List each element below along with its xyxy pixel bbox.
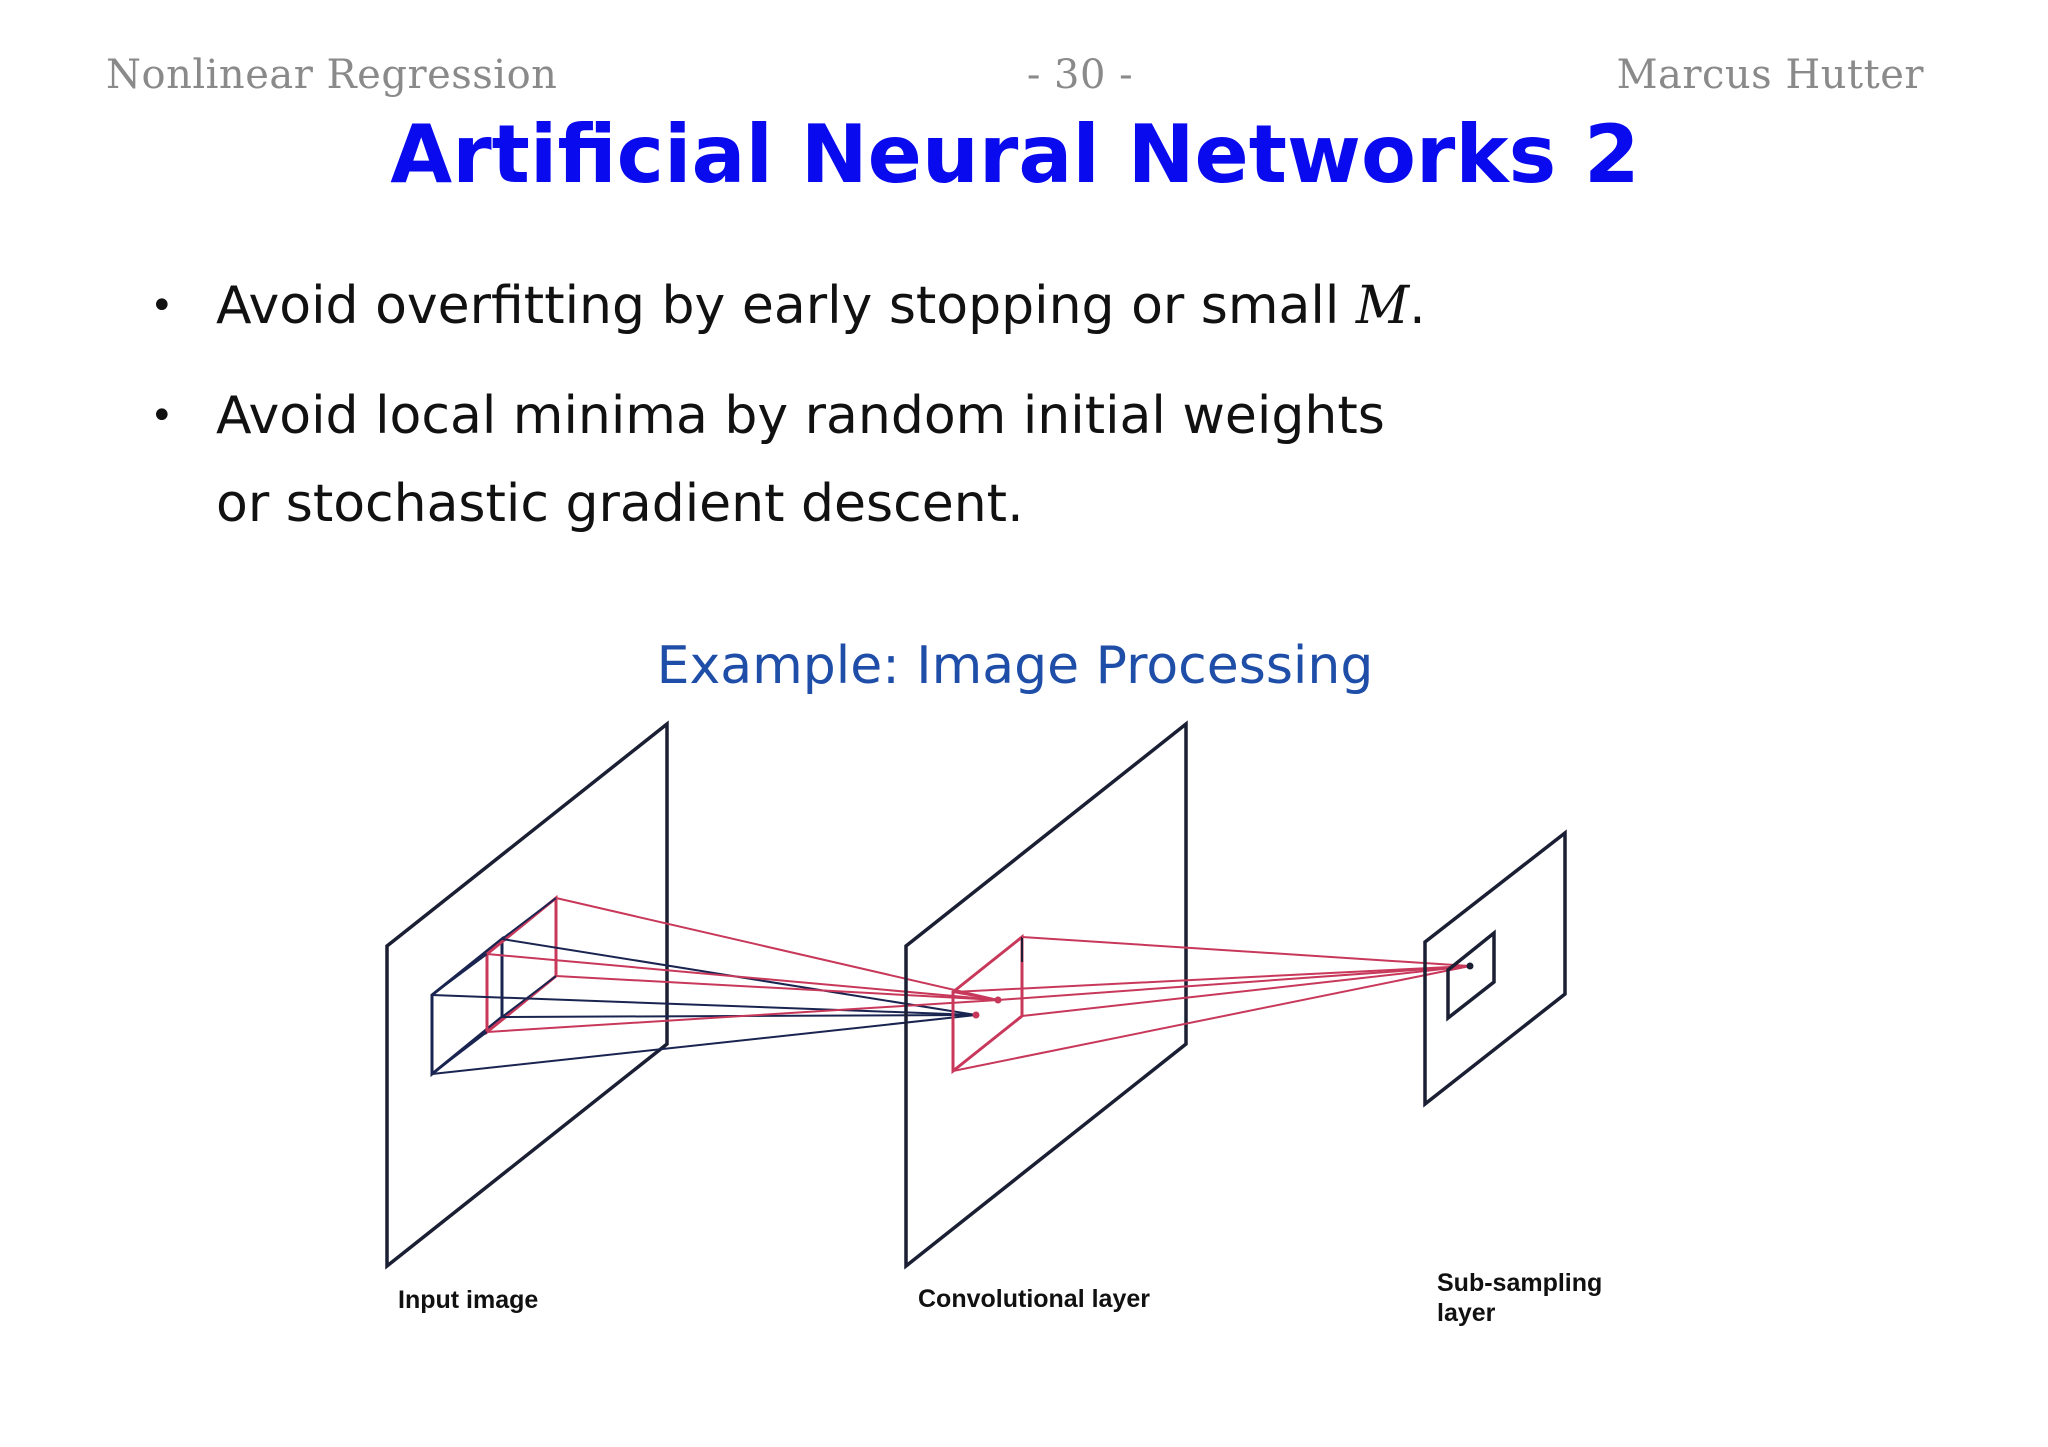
projection-line (1021, 965, 1471, 1017)
subsampling-unit-point (1466, 962, 1474, 970)
projection-line (486, 999, 999, 1033)
header-left: Nonlinear Regression (106, 52, 558, 98)
slide-title: Artificial Neural Networks 2 (390, 108, 1640, 201)
bullet-text: Avoid local minima by random initial wei… (216, 372, 1385, 548)
bullet-text-post: . (1409, 276, 1426, 336)
bullet-text: Avoid overfitting by early stopping or s… (216, 262, 1426, 350)
subsampling-label-line2: layer (1437, 1299, 1496, 1327)
bullet-line-1: Avoid local minima by random initial wei… (216, 386, 1385, 446)
conv-receptive-field (951, 933, 1024, 1075)
red-projection-lines-conv (952, 936, 1471, 1072)
projection-line (1021, 936, 1471, 967)
projection-line (952, 965, 1471, 993)
projection-line (952, 965, 1471, 1072)
bullet-line-2: or stochastic gradient descent. (216, 474, 1024, 534)
example-heading: Example: Image Processing (656, 636, 1374, 696)
box-edge (501, 897, 557, 940)
bullet-text-pre: Avoid overfitting by early stopping or s… (216, 276, 1356, 336)
box-edge (501, 975, 557, 1018)
bullet-marker: • (150, 283, 174, 329)
projection-line (486, 953, 999, 1001)
bullet-marker: • (150, 393, 174, 439)
input-receptive-field-navy (430, 935, 504, 1078)
subsampling-unit-square (1446, 929, 1496, 1022)
projection-line (431, 1014, 977, 1075)
input-image-plane (385, 720, 669, 1270)
projection-line (997, 965, 1471, 1001)
header-author: Marcus Hutter (1616, 52, 1924, 98)
conv-layer-label: Convolutional layer (918, 1285, 1150, 1313)
math-symbol: M (1355, 276, 1410, 336)
subsampling-layer-plane (1423, 829, 1567, 1108)
projection-line (555, 975, 999, 1001)
conv-unit-point (972, 1011, 980, 1019)
projection-line (555, 897, 999, 1001)
input-receptive-field-red (485, 894, 558, 1036)
red-projection-lines-input (486, 897, 999, 1033)
box-edge (431, 953, 488, 996)
cnn-diagram-svg: Input image Convolutional layer Sub-samp… (385, 720, 1602, 1327)
cnn-diagram: Input image Convolutional layer Sub-samp… (360, 700, 1680, 1340)
page-number: - 30 - (1026, 52, 1134, 98)
conv-layer-plane (904, 720, 1188, 1270)
box-edge (952, 991, 999, 1001)
box-edge (431, 1031, 488, 1075)
input-image-label: Input image (398, 1286, 538, 1314)
subsampling-label-line1: Sub-sampling (1437, 1269, 1602, 1297)
projection-line (431, 994, 977, 1016)
